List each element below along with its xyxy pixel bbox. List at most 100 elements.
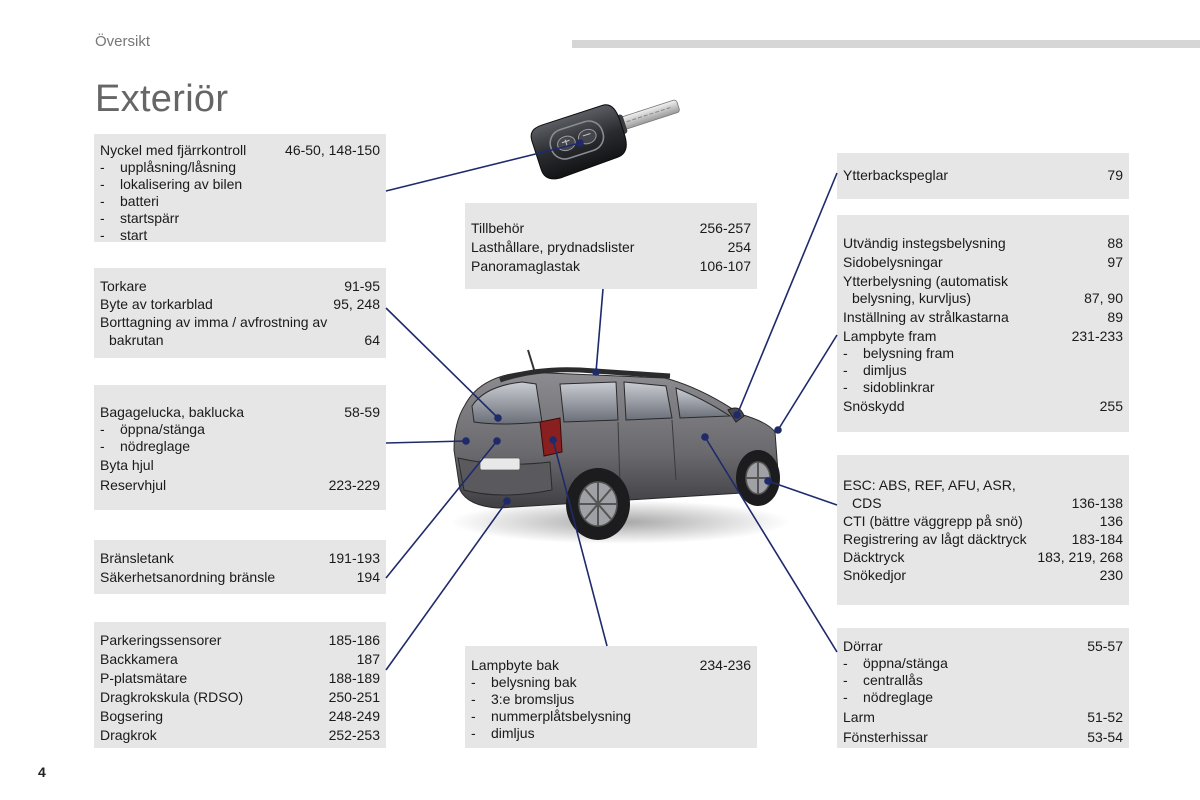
sub-item[interactable]: -start (100, 227, 148, 243)
page-ref: 89 (1107, 309, 1123, 325)
page-ref: 188-189 (328, 670, 380, 686)
sub-item[interactable]: -3:e bromsljus (471, 691, 575, 707)
page-ref: 231-233 (1071, 328, 1123, 344)
page-ref: 183-184 (1071, 531, 1123, 547)
sub-item[interactable]: -startspärr (100, 210, 180, 226)
section-label: Översikt (95, 33, 151, 50)
page-ref: 87, 90 (1084, 290, 1123, 306)
index-row[interactable]: Dragkrokskula (RDSO)250-251 (100, 689, 380, 705)
page-ref: 254 (727, 239, 751, 255)
index-row[interactable]: Ytterbelysning (automatisk (843, 273, 1123, 290)
page-ref: 183, 219, 268 (1037, 549, 1123, 565)
sub-item[interactable]: -centrallås (843, 672, 923, 688)
sub-item[interactable]: -sidoblinkrar (843, 379, 935, 395)
key-fob-illustration (525, 95, 695, 190)
sub-item[interactable]: -belysning fram (843, 345, 955, 361)
sub-item[interactable]: -öppna/stänga (843, 655, 948, 671)
sub-item[interactable]: -öppna/stänga (100, 421, 205, 437)
page-ref: 185-186 (328, 632, 380, 648)
sub-item[interactable]: -upplåsning/låsning (100, 159, 236, 175)
sub-item[interactable]: -dimljus (843, 362, 907, 378)
page-ref: 234-236 (699, 657, 751, 673)
page-ref: 136 (1099, 513, 1123, 529)
page-ref: 88 (1107, 235, 1123, 251)
index-row[interactable]: Byta hjul (100, 457, 380, 474)
page-ref (1115, 273, 1123, 290)
page-ref: 95, 248 (333, 296, 380, 312)
sub-item[interactable]: -lokalisering av bilen (100, 176, 243, 192)
page-number: 4 (38, 764, 46, 780)
page-ref: 91-95 (344, 278, 380, 294)
page-ref: 230 (1099, 567, 1123, 583)
page-ref: 255 (1099, 398, 1123, 414)
page-ref (1115, 476, 1123, 494)
sub-item[interactable]: -batteri (100, 193, 159, 209)
page-ref: 46-50, 148-150 (285, 142, 380, 158)
index-row[interactable]: Borttagning av imma / avfrostning av (100, 313, 380, 331)
page-ref: 250-251 (328, 689, 380, 705)
header-bar (572, 40, 1200, 48)
page-ref: 191-193 (328, 550, 380, 566)
sub-item[interactable]: -nödreglage (843, 689, 934, 705)
sub-item[interactable]: -nödreglage (100, 438, 191, 454)
index-row[interactable]: CTI (bättre väggrepp på snö)136 (843, 513, 1123, 529)
index-row[interactable]: ESC: ABS, REF, AFU, ASR, (843, 476, 1123, 494)
page-ref: 79 (1107, 167, 1123, 183)
page-ref: 64 (364, 332, 380, 348)
page-ref: 97 (1107, 254, 1123, 270)
page-ref (372, 313, 380, 331)
sub-item[interactable]: -dimljus (471, 725, 535, 741)
page-ref: 256-257 (699, 220, 751, 236)
car-illustration (440, 340, 790, 550)
page-ref: 58-59 (344, 404, 380, 420)
page-ref: 51-52 (1087, 709, 1123, 725)
page-ref: 106-107 (699, 258, 751, 274)
page-ref (372, 457, 380, 474)
page-ref: 248-249 (328, 708, 380, 724)
page-ref: 187 (356, 651, 380, 667)
sub-item[interactable]: -belysning bak (471, 674, 577, 690)
page-ref: 223-229 (328, 477, 380, 493)
sub-item[interactable]: -nummerplåtsbelysning (471, 708, 632, 724)
index-row[interactable]: belysning, kurvljus)87, 90 (852, 290, 1123, 306)
